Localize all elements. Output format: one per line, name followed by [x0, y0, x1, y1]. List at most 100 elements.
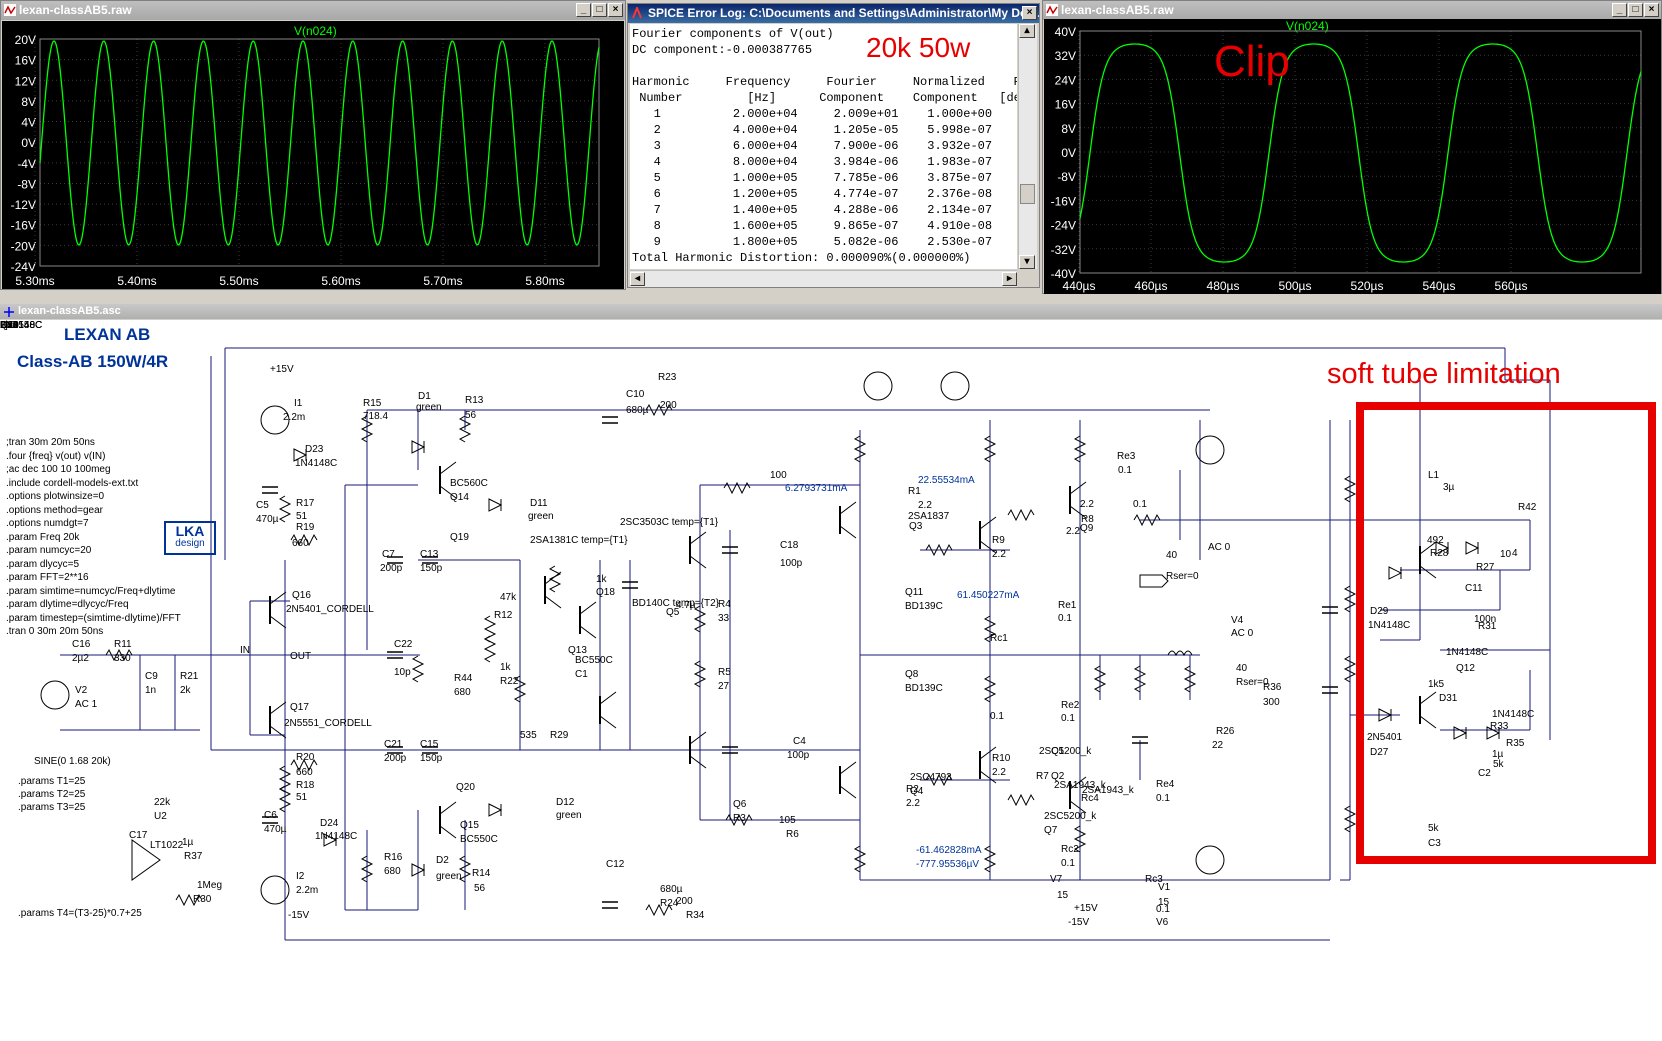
waveform-icon [4, 4, 16, 16]
part-label: -15V [288, 910, 310, 921]
part-label: 718.4 [363, 411, 389, 422]
part-label: Q7 [1044, 825, 1058, 836]
spice-log-content[interactable]: Fourier components of V(out) DC componen… [630, 24, 1017, 269]
part-label: R13 [465, 395, 484, 406]
resistor-symbol [278, 495, 292, 523]
schematic-titlebar[interactable]: lexan-classAB5.asc [0, 304, 1662, 319]
minimize-button[interactable]: _ [576, 3, 591, 17]
part-label: 1µ [182, 837, 194, 848]
log-horizontal-scrollbar[interactable]: ◂ ▸ [630, 270, 1017, 287]
part-label: 40 [1236, 663, 1248, 674]
close-button[interactable]: × [608, 3, 623, 17]
maximize-button[interactable]: □ [592, 3, 607, 17]
part-label: C15 [420, 739, 439, 750]
x-tick-label: 5.80ms [525, 274, 564, 288]
part-label: 2.2m [296, 885, 319, 896]
part-label: D27 [1370, 747, 1389, 758]
diode-symbol [411, 863, 426, 877]
part-label: 1N4148C [0, 320, 43, 331]
part-label: R32 [0, 320, 19, 331]
part-label: 40 [1166, 550, 1178, 561]
part-label: Q1 [1051, 746, 1065, 757]
y-tick-label: 40V [1055, 25, 1076, 39]
trace-label[interactable]: V(n024) [294, 24, 337, 38]
transistor-collector [979, 746, 997, 760]
part-label: AC 1 [75, 699, 98, 710]
part-label: R7 [1036, 771, 1049, 782]
close-button[interactable]: × [1022, 6, 1037, 20]
part-label: 5k [1493, 759, 1504, 770]
part-label: Re2 [1061, 700, 1080, 711]
schematic-canvas[interactable]: LEXAN AB Class-AB 150W/4R soft tube limi… [0, 320, 1662, 1041]
spice-log-titlebar[interactable]: SPICE Error Log: C:\Documents and Settin… [628, 4, 1039, 23]
part-label: 10p [394, 667, 411, 678]
y-tick-label: -24V [11, 260, 36, 274]
y-tick-label: -4V [17, 157, 36, 171]
part-label: R14 [472, 868, 491, 879]
part-label: R42 [1518, 502, 1537, 513]
transistor-emitter [1069, 505, 1087, 519]
part-label: 2.2 [918, 500, 932, 511]
part-label: C3 [1428, 838, 1441, 849]
part-label: V7 [1050, 874, 1063, 885]
scroll-down-button[interactable]: ▾ [1019, 255, 1035, 269]
part-label: R3 [733, 813, 746, 824]
transistor-emitter [839, 525, 857, 539]
part-label: C18 [780, 540, 799, 551]
scroll-right-button[interactable]: ▸ [1002, 272, 1017, 286]
part-label: green [416, 402, 442, 413]
log-vertical-scrollbar[interactable]: ▴ ▾ [1018, 24, 1037, 269]
close-button[interactable]: × [1644, 3, 1659, 17]
part-label: D31 [1439, 693, 1458, 704]
part-label: 33 [718, 613, 730, 624]
scroll-up-button[interactable]: ▴ [1019, 24, 1035, 38]
waveform-trace [39, 40, 600, 246]
part-label: 680µ [626, 405, 649, 416]
spice-directive-line: .param dlytime=dlycyc/Freq [6, 599, 129, 610]
part-label: 15 [1057, 890, 1069, 901]
spice-error-log-window[interactable]: SPICE Error Log: C:\Documents and Settin… [627, 3, 1040, 288]
part-label: R37 [184, 851, 203, 862]
minimize-button[interactable]: _ [1612, 3, 1627, 17]
part-label: D2 [436, 855, 449, 866]
part-label: C10 [626, 389, 645, 400]
param-line: .params T3=25 [18, 802, 86, 813]
scroll-left-button[interactable]: ◂ [630, 272, 645, 286]
spice-directive-line: .param dlycyc=5 [6, 558, 80, 570]
spice-directive-line: .param numcyc=20 [6, 545, 92, 556]
diode-symbol [1465, 541, 1480, 555]
log-row: 7 1.400e+05 4.288e-06 2.134e-07 - [632, 203, 1017, 217]
part-label: 51 [296, 511, 308, 522]
resistor-symbol [278, 785, 292, 813]
schematic-window[interactable]: lexan-classAB5.asc LEXAN AB Class-AB 150… [0, 304, 1662, 1041]
scroll-thumb[interactable] [1020, 184, 1035, 204]
y-tick-label: 16V [15, 54, 36, 68]
part-label: 61.450227mA [957, 590, 1020, 601]
trace-label[interactable]: V(n024) [1286, 19, 1329, 33]
log-row: 9 1.800e+05 5.082e-06 2.530e-07 - [632, 235, 1017, 249]
waveform-window-1-titlebar[interactable]: lexan-classAB5.raw _ □ × [1, 1, 625, 20]
maximize-button[interactable]: □ [1628, 3, 1643, 17]
part-label: R28 [1430, 548, 1449, 559]
transistor-collector [269, 591, 287, 605]
waveform-window-2-titlebar[interactable]: lexan-classAB5.raw _ □ × [1043, 1, 1661, 20]
transistor-emitter [1419, 715, 1437, 729]
part-label: 660 [296, 767, 313, 778]
part-label: 330 [114, 653, 131, 664]
part-label: R36 [1263, 682, 1282, 693]
y-tick-label: -8V [17, 177, 36, 191]
y-tick-label: -20V [11, 239, 36, 253]
part-label: C11 [1465, 583, 1483, 594]
part-label: LT1022 [150, 840, 184, 851]
part-label: 0.1 [1133, 499, 1147, 510]
part-label: BC560C [450, 478, 488, 489]
transistor-emitter [579, 625, 597, 639]
log-header-1: Harmonic Frequency Fourier Normalized Ph [632, 75, 1017, 89]
part-label: V6 [1156, 917, 1169, 928]
part-label: U2 [154, 811, 167, 822]
spice-directives: ;tran 30m 20m 50ns.four {freq} v(out) v(… [6, 436, 181, 639]
